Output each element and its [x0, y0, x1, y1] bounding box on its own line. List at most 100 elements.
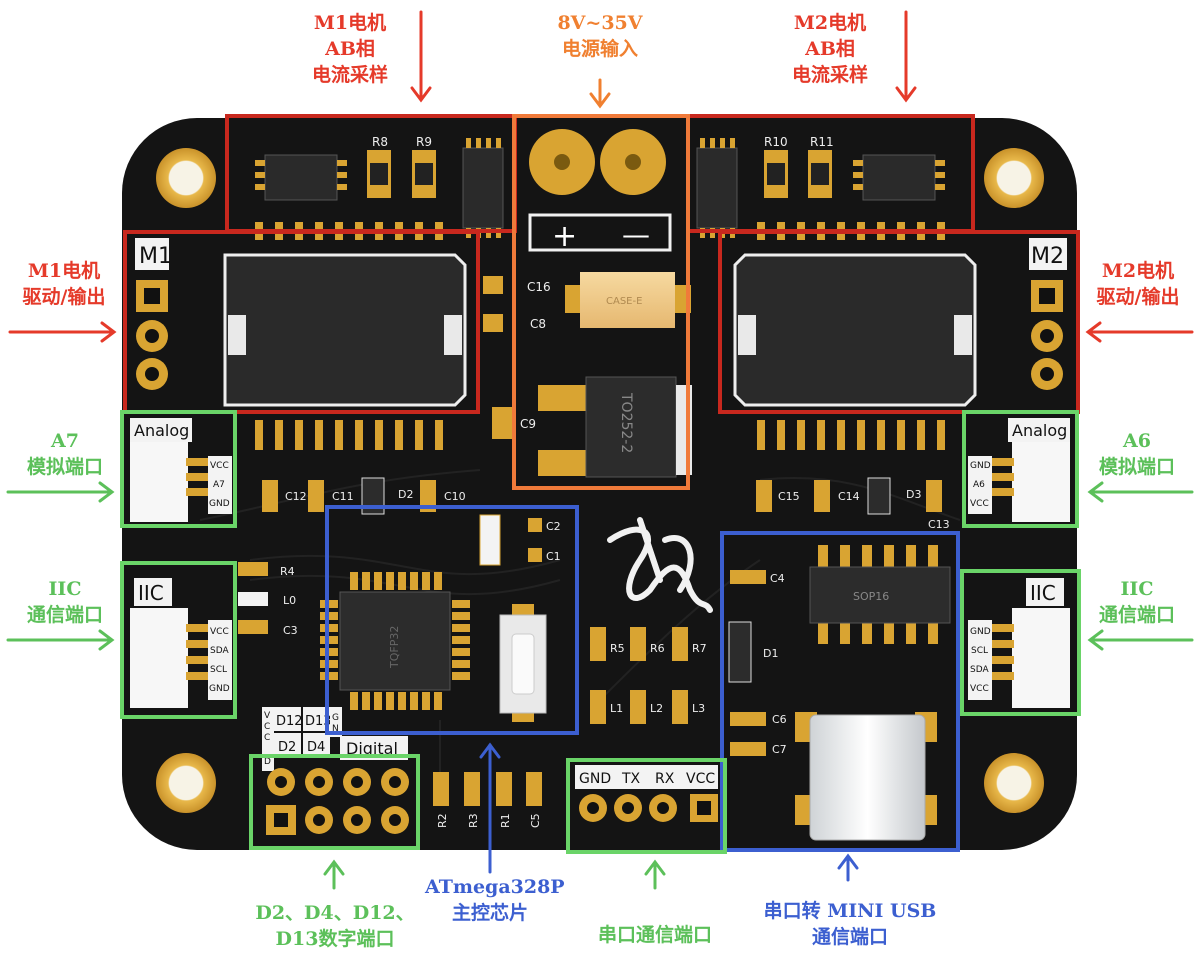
- callout-m2-drive: M2电机 驱动/输出: [1082, 258, 1194, 310]
- callout-m1-sense: M1电机 AB相 电流采样: [290, 10, 410, 88]
- digital-silk: Digital: [346, 739, 398, 758]
- label-d3: D3: [906, 488, 921, 501]
- digital-side-4: G: [332, 713, 339, 723]
- analog-right-silk: Analog: [1012, 421, 1067, 440]
- passives-left: C12 C11 D2 C10 R4 L0 C3: [238, 477, 466, 637]
- box-iic-left: [120, 561, 237, 719]
- callout-iic-right-line-2: 通信端口: [1098, 604, 1175, 626]
- callout-m1-drive-line-2: 驱动/输出: [22, 286, 106, 308]
- label-d1: D1: [763, 647, 778, 660]
- callout-m1-sense-line-2: AB相: [325, 38, 375, 60]
- usb-chip-label: SOP16: [853, 590, 889, 603]
- callout-serial: 串口通信端口: [585, 922, 725, 948]
- iic-right-pin-4: VCC: [970, 684, 989, 694]
- label-c16: C16: [527, 280, 551, 294]
- box-power: [512, 114, 690, 490]
- iic-left-pin-2: SDA: [210, 646, 229, 656]
- box-m2-drive: [718, 230, 1080, 414]
- label-r5: R5: [610, 642, 625, 655]
- analog-left-pin-1: VCC: [210, 461, 229, 471]
- serial-pin-gnd: GND: [579, 771, 611, 787]
- analog-right-pin-1: GND: [970, 461, 991, 471]
- label-c5: C5: [529, 813, 542, 828]
- callout-m2-sense-line-1: M2电机: [793, 12, 867, 34]
- callout-m2-drive-line-1: M2电机: [1101, 260, 1175, 282]
- m2-driver: [733, 222, 977, 450]
- box-m1-drive: [123, 230, 480, 414]
- analog-connector-right: Analog GND A6 VCC: [968, 418, 1070, 522]
- label-c7: C7: [772, 743, 787, 756]
- label-r10: R10: [764, 135, 788, 149]
- label-c8: C8: [530, 317, 546, 331]
- analog-connector-left: Analog VCC A7 GND: [130, 418, 232, 522]
- callout-mcu: ATmega328P 主控芯片: [425, 874, 565, 926]
- label-r6: R6: [650, 642, 665, 655]
- digital-pin-d4: D4: [307, 740, 325, 755]
- callout-m2-drive-line-2: 驱动/输出: [1096, 286, 1180, 308]
- callout-a7: A7 模拟端口: [10, 428, 120, 480]
- label-c13: C13: [928, 518, 950, 531]
- iic-left-silk: IIC: [138, 581, 164, 605]
- label-d2: D2: [398, 488, 413, 501]
- callout-arrows: [6, 10, 1194, 890]
- power-terminal: + —: [528, 129, 672, 254]
- digital-pin-d2: D2: [278, 740, 296, 755]
- label-l1: L1: [610, 702, 623, 715]
- label-r3: R3: [467, 813, 480, 828]
- iic-right-pin-1: GND: [970, 627, 991, 637]
- label-r4: R4: [280, 565, 295, 578]
- label-r2: R2: [436, 813, 449, 828]
- m2-silk: M2: [1031, 244, 1064, 269]
- box-serial: [566, 758, 727, 854]
- serial-pin-tx: TX: [621, 771, 641, 787]
- digital-side-3: C: [264, 733, 270, 743]
- label-c14: C14: [838, 490, 860, 503]
- callout-m2-sense-line-2: AB相: [805, 38, 855, 60]
- box-usb: [720, 531, 960, 852]
- callout-m1-drive: M1电机 驱动/输出: [8, 258, 120, 310]
- callout-digital-line-1: D2、D4、D12、: [255, 902, 415, 924]
- cap-case-label: CASE-E: [606, 296, 642, 307]
- callout-a6-line-2: 模拟端口: [1098, 456, 1175, 478]
- label-c9: C9: [520, 417, 536, 431]
- iic-right-silk: IIC: [1030, 581, 1056, 605]
- logo-mark: [607, 517, 713, 613]
- iic-left-pin-3: SCL: [210, 665, 227, 675]
- digital-side-1: V: [264, 711, 271, 721]
- mini-usb-connector: [795, 712, 937, 841]
- digital-side-6: D: [264, 757, 271, 767]
- box-analog-left: [120, 410, 237, 528]
- analog-right-pin-2: A6: [973, 480, 985, 490]
- label-c3: C3: [283, 624, 298, 637]
- callout-serial-line-1: 串口通信端口: [597, 924, 712, 946]
- digital-pin-d12: D12: [276, 714, 303, 729]
- callout-m1-sense-line-1: M1电机: [313, 12, 387, 34]
- callout-m1-drive-line-1: M1电机: [27, 260, 101, 282]
- label-r1: R1: [499, 813, 512, 828]
- callout-usb-line-1: 串口转 MINI USB: [763, 900, 937, 922]
- callout-a7-line-1: A7: [51, 430, 79, 452]
- serial-pin-vcc: VCC: [686, 771, 715, 787]
- passives-center: R5 R6 R7 L1 L2 L3: [590, 627, 707, 724]
- box-iic-right: [960, 569, 1081, 716]
- analog-right-pin-3: VCC: [970, 499, 989, 509]
- callout-a6: A6 模拟端口: [1082, 428, 1192, 480]
- m1-driver: [223, 222, 467, 450]
- regulator-label: TO252-2: [618, 392, 634, 453]
- label-c10: C10: [444, 490, 466, 503]
- label-c4: C4: [770, 572, 785, 585]
- voltage-regulator: TO252-2 C9: [492, 376, 692, 478]
- callout-iic-left: IIC 通信端口: [10, 576, 120, 628]
- passives-bottom: R2 R3 R1 C5: [433, 772, 542, 828]
- usb-serial-chip: SOP16 C4 D1 C6 C7: [728, 545, 951, 756]
- label-c11: C11: [332, 490, 354, 503]
- analog-left-pin-2: A7: [213, 480, 225, 490]
- callout-power-line-1: 8V~35V: [557, 12, 643, 34]
- callout-iic-left-line-2: 通信端口: [26, 604, 103, 626]
- serial-pin-rx: RX: [655, 771, 675, 787]
- label-c2: C2: [546, 520, 561, 533]
- mcu-pkg-label: TQFP32: [388, 626, 401, 669]
- m1-sense-chips: R8 R9: [255, 135, 504, 238]
- serial-header: GND TX RX VCC: [575, 765, 718, 822]
